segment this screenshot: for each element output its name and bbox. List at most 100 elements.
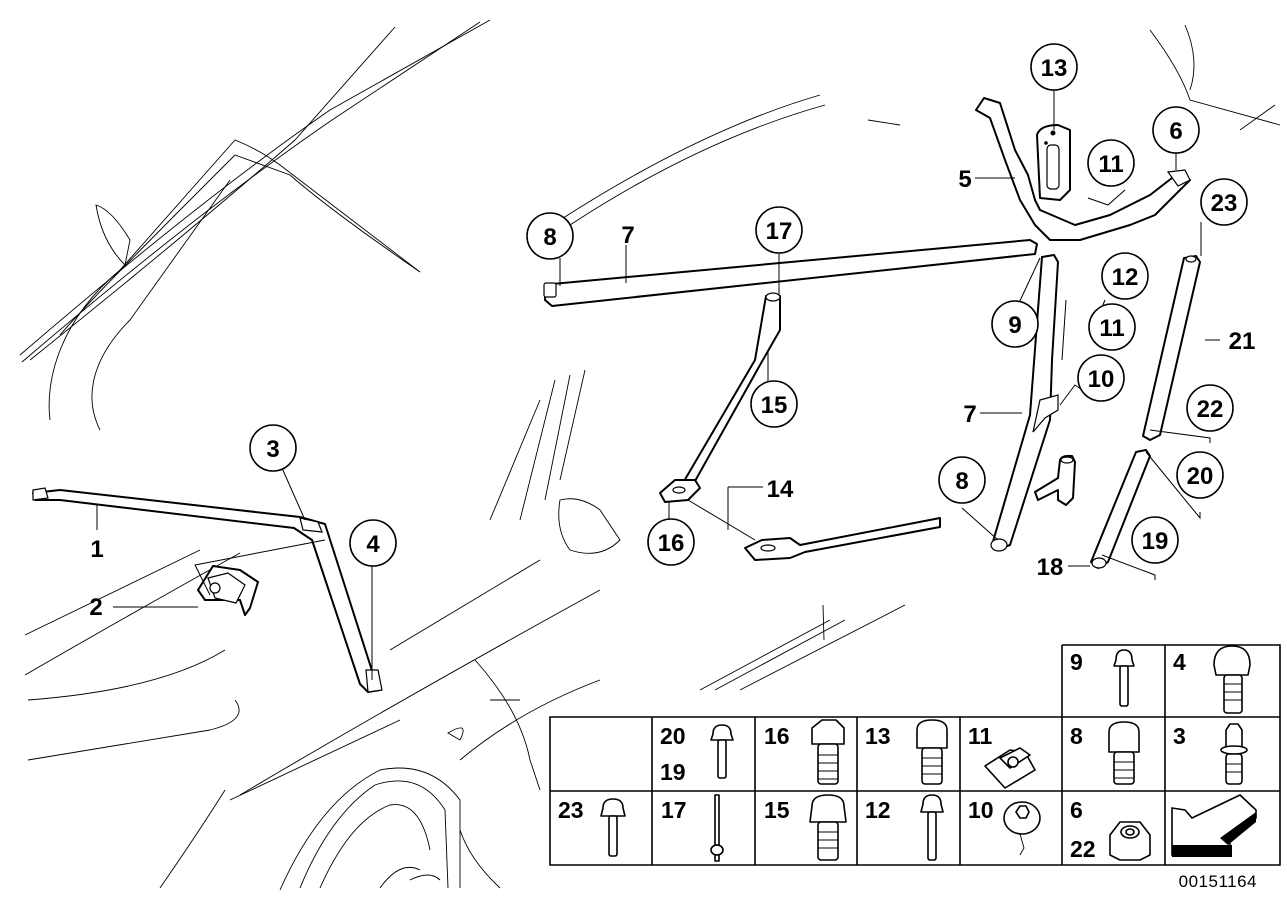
bracket-part-2[interactable]: [197, 565, 259, 616]
callout-10[interactable]: 10: [1077, 354, 1125, 402]
callout-13[interactable]: 13: [1030, 43, 1078, 91]
callout-16[interactable]: 16: [647, 518, 695, 566]
callout-12[interactable]: 12: [1101, 252, 1149, 300]
callout-22[interactable]: 22: [1186, 384, 1234, 432]
callout-8-top[interactable]: 8: [526, 212, 574, 260]
fastener-22-label: 22: [1070, 836, 1096, 862]
direction-arrow-icon: [1171, 794, 1257, 857]
fastener-11-label: 11: [968, 723, 993, 749]
fastener-3-label: 3: [1173, 723, 1186, 749]
callout-19-label: 19: [1142, 528, 1169, 555]
callout-1[interactable]: 1: [90, 536, 103, 563]
tower-brace-part-7-upper[interactable]: [543, 239, 1038, 307]
callout-17-label: 17: [766, 218, 793, 245]
fastener-23-label: 23: [558, 797, 584, 823]
fastener-12-label: 12: [865, 797, 891, 823]
fastener-9-label: 9: [1070, 649, 1083, 675]
torx-collar-bolt-icon: [1220, 723, 1248, 785]
fastener-cell-12[interactable]: 12: [865, 794, 944, 861]
fastener-cell-9[interactable]: 9: [1070, 649, 1135, 707]
fastener-16-label: 16: [764, 723, 790, 749]
callout-3-label: 3: [266, 436, 279, 463]
callout-4[interactable]: 4: [349, 519, 397, 567]
leader-lines: [96, 90, 1220, 680]
fastener-13-label: 13: [865, 723, 891, 749]
callout-4-label: 4: [366, 531, 380, 558]
flange-bolt-icon: [710, 724, 734, 779]
callout-18[interactable]: 18: [1037, 554, 1064, 581]
callout-8-bottom[interactable]: 8: [938, 456, 986, 504]
strut-part-15[interactable]: [659, 292, 781, 503]
stud-bolt-icon: [710, 794, 724, 862]
hex-bolt-icon: [811, 719, 845, 785]
callout-17[interactable]: 17: [755, 206, 803, 254]
callout-22-label: 22: [1197, 396, 1224, 423]
callout-15-label: 15: [761, 392, 788, 419]
callout-2[interactable]: 2: [89, 594, 102, 621]
callout-11-mid[interactable]: 11: [1088, 303, 1136, 351]
fastener-cell-20-19[interactable]: 20 19: [660, 723, 734, 785]
fastener-cell-6-22[interactable]: 6 22: [1070, 797, 1151, 862]
fastener-cell-11[interactable]: 11: [968, 723, 1036, 789]
callout-6[interactable]: 6: [1152, 106, 1200, 154]
hex-collar-bolt-icon: [1108, 721, 1140, 785]
fastener-cell-3[interactable]: 3: [1173, 723, 1248, 785]
callout-10-label: 10: [1088, 366, 1115, 393]
fastener-cell-17[interactable]: 17: [661, 794, 724, 862]
fastener-cell-15[interactable]: 15: [764, 794, 847, 861]
callout-9-label: 9: [1008, 312, 1021, 339]
car-body-outline: [19, 19, 1281, 891]
callout-23[interactable]: 23: [1200, 178, 1248, 226]
callout-21[interactable]: 21: [1229, 328, 1256, 355]
callout-14[interactable]: 14: [767, 476, 794, 503]
fastener-6-label: 6: [1070, 797, 1083, 823]
fastener-20-label: 20: [660, 723, 686, 749]
callout-3[interactable]: 3: [249, 424, 297, 472]
callout-20[interactable]: 20: [1176, 451, 1224, 499]
callout-19[interactable]: 19: [1131, 516, 1179, 564]
front-strut-brace-part-1[interactable]: [32, 487, 383, 693]
fastener-cell-13[interactable]: 13: [865, 719, 948, 785]
fastener-10-label: 10: [968, 797, 994, 823]
callout-23-label: 23: [1211, 190, 1238, 217]
callout-12-label: 12: [1112, 264, 1139, 291]
small-bracket[interactable]: [1034, 454, 1076, 506]
fastener-15-label: 15: [764, 797, 790, 823]
hex-flange-bolt-icon: [809, 794, 847, 861]
hex-collar-bolt-icon: [916, 719, 948, 785]
fastener-cell-23[interactable]: 23: [558, 797, 626, 857]
fastener-4-label: 4: [1173, 649, 1186, 675]
callout-13-label: 13: [1041, 55, 1068, 82]
fastener-table: 9 4 20 19 16: [549, 644, 1281, 866]
strut-part-14[interactable]: [744, 517, 941, 561]
fastener-cell-8[interactable]: 8: [1070, 721, 1140, 785]
callout-11-mid-label: 11: [1099, 315, 1124, 342]
callout-6-label: 6: [1169, 118, 1182, 145]
washer-screw-icon: [1003, 801, 1041, 856]
dome-bracket-part-5[interactable]: [975, 97, 1191, 241]
brace-part-21[interactable]: [1090, 255, 1201, 569]
document-number: 00151164: [1178, 872, 1257, 891]
fastener-cell-10[interactable]: 10: [968, 797, 1041, 856]
fastener-19-label: 19: [660, 759, 686, 785]
callout-8-bottom-label: 8: [955, 468, 968, 495]
callout-7-upper[interactable]: 7: [621, 222, 634, 249]
flange-bolt-icon: [1113, 649, 1135, 707]
long-flange-bolt-icon: [920, 794, 944, 861]
callout-15[interactable]: 15: [750, 380, 798, 428]
tower-brace-part-7-lower[interactable]: [990, 254, 1059, 552]
spring-nut-clip-icon: [984, 747, 1036, 789]
callout-5[interactable]: 5: [958, 166, 971, 193]
callout-20-label: 20: [1187, 463, 1214, 490]
callout-11-top[interactable]: 11: [1087, 139, 1135, 187]
fastener-cell-arrow[interactable]: [1171, 794, 1257, 857]
callout-8-top-label: 8: [543, 224, 556, 251]
callout-7-lower[interactable]: 7: [963, 401, 976, 428]
fastener-17-label: 17: [661, 797, 687, 823]
flange-bolt-icon: [600, 798, 626, 857]
callout-9[interactable]: 9: [991, 300, 1039, 348]
fastener-cell-16[interactable]: 16: [764, 719, 845, 785]
fastener-8-label: 8: [1070, 723, 1083, 749]
fastener-cell-4[interactable]: 4: [1173, 645, 1251, 714]
